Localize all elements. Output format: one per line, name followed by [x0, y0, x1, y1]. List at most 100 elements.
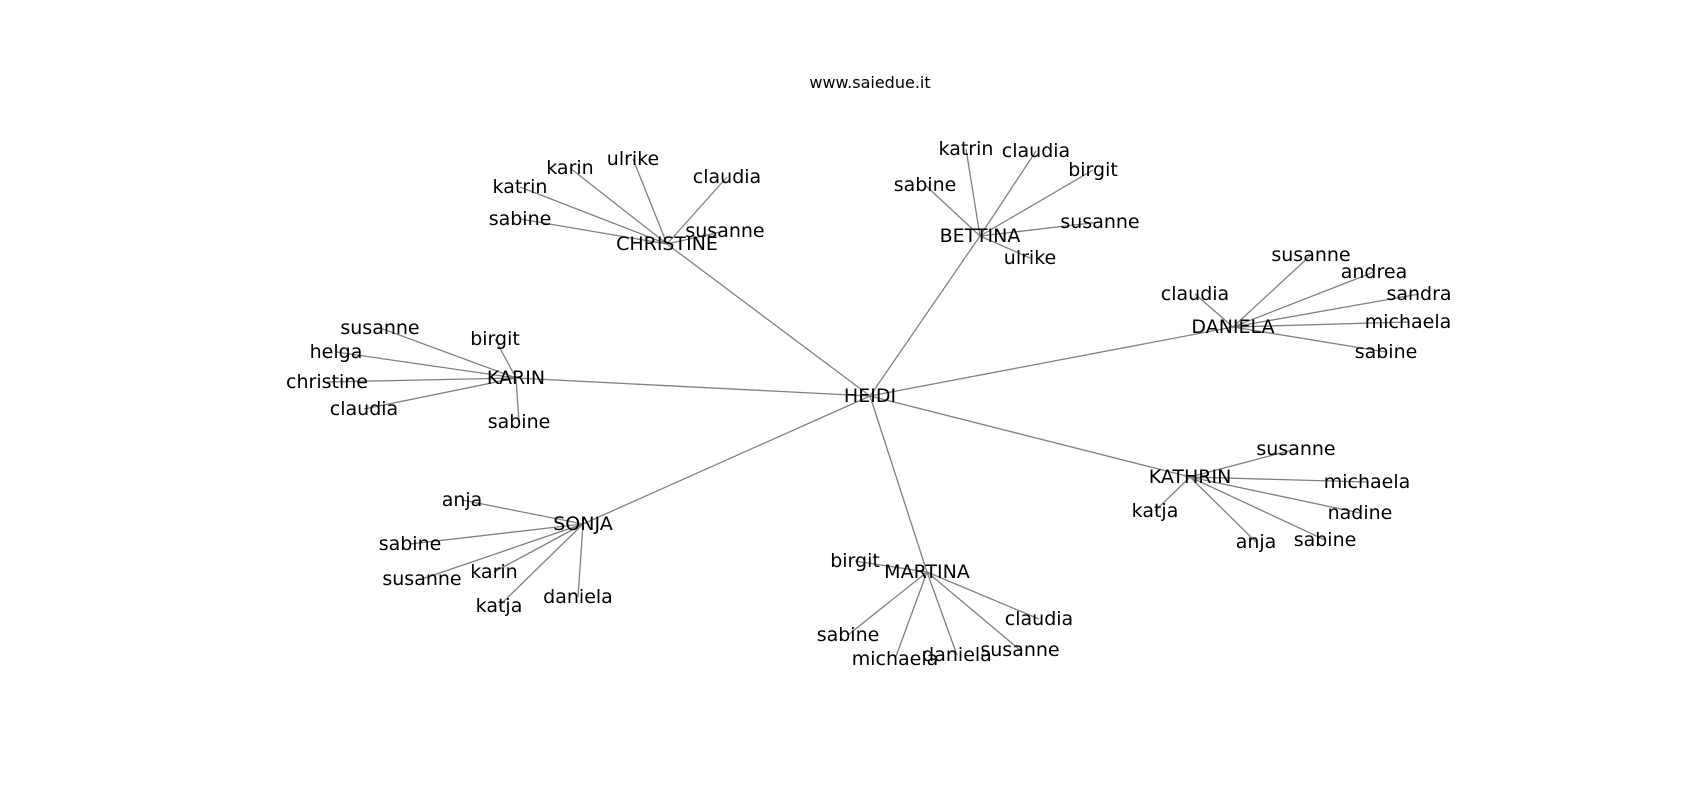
edge-hub-to-leaf — [1189, 476, 1326, 541]
edge-hub-to-leaf — [666, 230, 726, 245]
edge-hub-to-leaf — [577, 523, 584, 598]
edge-center-to-hub — [869, 395, 928, 573]
leaf-node-label: katrin — [939, 138, 994, 160]
edge-hub-to-leaf — [335, 351, 517, 379]
edge-layer — [326, 148, 1420, 660]
edge-hub-to-leaf — [1232, 271, 1375, 328]
edge-center-to-hub — [515, 377, 871, 397]
edge-hub-to-leaf — [1232, 254, 1312, 328]
leaf-node-label: andrea — [1341, 261, 1407, 283]
leaf-node-label: michaela — [1324, 471, 1411, 493]
hub-node-label: DANIELA — [1191, 316, 1274, 338]
edge-hub-to-leaf — [421, 523, 584, 580]
leaf-node-label: sabine — [488, 411, 551, 433]
leaf-node-label: christine — [286, 371, 368, 393]
edge-hub-to-leaf — [1154, 476, 1191, 512]
edge-hub-to-leaf — [494, 338, 517, 379]
edge-hub-to-leaf — [926, 571, 1021, 651]
leaf-node-label: sabine — [894, 174, 957, 196]
leaf-node-label: michaela — [1365, 311, 1452, 333]
edge-hub-to-leaf — [363, 377, 517, 410]
leaf-node-label: claudia — [330, 398, 398, 420]
edge-hub-to-leaf — [847, 571, 928, 636]
hub-node-label: SONJA — [553, 513, 613, 535]
leaf-node-label: susanne — [1271, 244, 1350, 266]
leaf-node-label: ulrike — [607, 148, 659, 170]
leaf-node-label: anja — [442, 489, 483, 511]
edge-hub-to-leaf — [979, 169, 1094, 237]
edge-hub-to-leaf — [979, 235, 1031, 259]
hub-node-label: CHRISTINE — [616, 233, 718, 255]
leaf-node-label: katrin — [493, 176, 548, 198]
leaf-node-label: nadine — [1328, 502, 1393, 524]
leaf-node-label: daniela — [922, 644, 992, 666]
leaf-node-label: birgit — [470, 328, 520, 350]
edge-hub-to-leaf — [409, 523, 584, 545]
hub-node-label: KATHRIN — [1149, 466, 1232, 488]
leaf-node-label: karin — [546, 157, 593, 179]
edge-hub-to-leaf — [632, 158, 668, 245]
leaf-node-label: claudia — [1161, 283, 1229, 305]
edge-hub-to-leaf — [515, 377, 520, 423]
edge-center-to-hub — [869, 395, 1191, 478]
leaf-node-label: susanne — [685, 220, 764, 242]
edge-hub-to-leaf — [326, 377, 517, 383]
leaf-node-label: katja — [476, 595, 523, 617]
edge-hub-to-leaf — [854, 560, 928, 573]
hub-node-label: MARTINA — [884, 561, 970, 583]
leaf-node-label: sabine — [379, 533, 442, 555]
edge-hub-to-leaf — [926, 571, 1040, 620]
edge-center-to-hub — [869, 235, 981, 397]
edge-center-to-hub — [582, 395, 871, 525]
leaf-node-label: ulrike — [1004, 247, 1056, 269]
edge-hub-to-leaf — [498, 523, 584, 607]
edge-hub-to-leaf — [1194, 293, 1234, 328]
edge-hub-to-leaf — [924, 184, 981, 237]
edge-hub-to-leaf — [519, 186, 668, 245]
leaf-node-label: michaela — [852, 648, 939, 670]
leaf-node-label: katja — [1132, 500, 1179, 522]
leaf-node-label: claudia — [693, 166, 761, 188]
leaf-node-label: birgit — [830, 550, 880, 572]
edge-hub-to-leaf — [1232, 293, 1420, 328]
leaf-node-label: susanne — [382, 568, 461, 590]
edge-hub-to-leaf — [1232, 321, 1409, 328]
leaf-node-label: claudia — [1005, 608, 1073, 630]
edge-hub-to-leaf — [894, 571, 928, 660]
edge-hub-to-leaf — [1232, 326, 1387, 353]
hub-node-label: KARIN — [487, 367, 545, 389]
leaf-node-label: susanne — [340, 317, 419, 339]
edge-hub-to-leaf — [979, 221, 1101, 237]
leaf-node-label: sandra — [1386, 283, 1451, 305]
hub-node-label: BETTINA — [940, 225, 1021, 247]
leaf-node-label: birgit — [1068, 159, 1118, 181]
edge-hub-to-leaf — [1189, 476, 1361, 514]
edge-hub-to-leaf — [569, 167, 668, 245]
leaf-node-label: anja — [1236, 531, 1277, 553]
edge-center-to-hub — [869, 326, 1234, 397]
edge-hub-to-leaf — [666, 176, 728, 245]
edge-hub-to-leaf — [519, 218, 668, 245]
leaf-node-label: sabine — [489, 208, 552, 230]
edge-hub-to-leaf — [1189, 476, 1368, 483]
leaf-node-label: daniela — [543, 586, 613, 608]
edge-center-to-hub — [666, 243, 871, 397]
edge-hub-to-leaf — [979, 150, 1037, 237]
leaf-node-label: karin — [470, 561, 517, 583]
edge-hub-to-leaf — [965, 148, 981, 237]
center-node-label: HEIDI — [844, 385, 896, 407]
edge-hub-to-leaf — [493, 523, 584, 573]
edge-hub-to-leaf — [926, 571, 958, 656]
leaf-node-label: susanne — [1060, 211, 1139, 233]
leaf-node-label: sabine — [1294, 529, 1357, 551]
leaf-node-label: susanne — [1256, 438, 1335, 460]
leaf-node-label: claudia — [1002, 140, 1070, 162]
edge-hub-to-leaf — [1189, 476, 1257, 543]
edge-hub-to-leaf — [1189, 448, 1297, 478]
edge-hub-to-leaf — [379, 327, 517, 379]
leaf-node-label: helga — [310, 341, 363, 363]
leaf-node-label: sabine — [817, 624, 880, 646]
leaf-node-label: susanne — [980, 639, 1059, 661]
